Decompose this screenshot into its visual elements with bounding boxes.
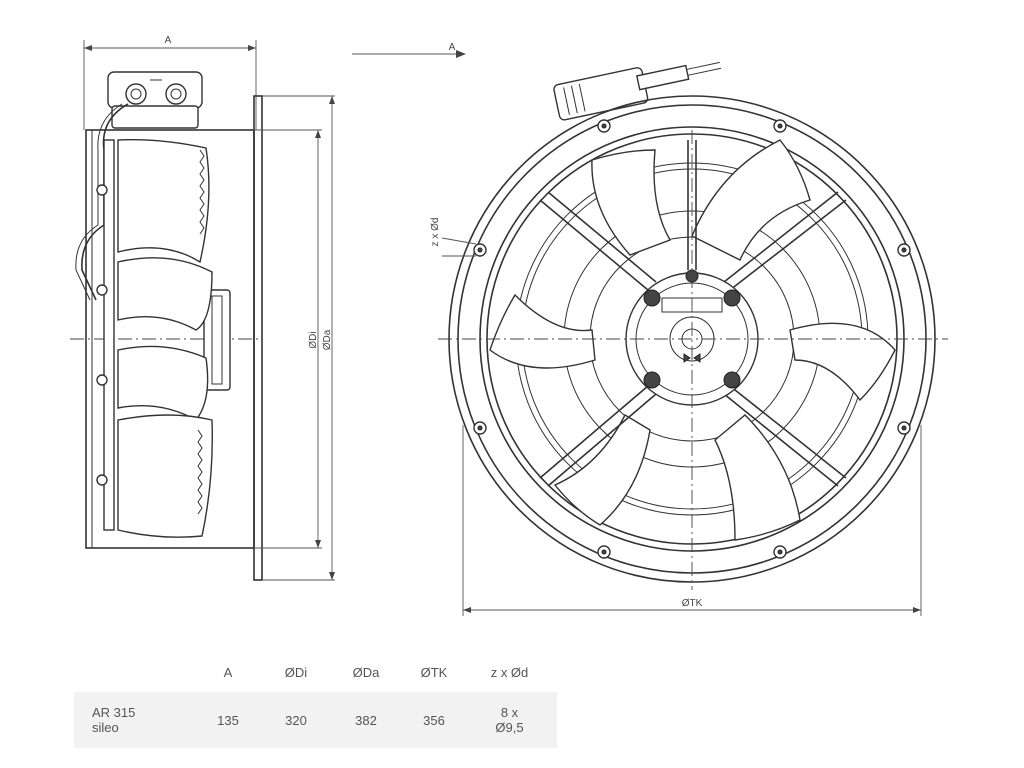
dim-da-label: ØDa (322, 329, 333, 350)
header-tk: ØTK (420, 664, 448, 680)
cell-tk: 356 (423, 712, 445, 728)
table-header: A ØDi ØDa ØTK z x Ød (74, 652, 557, 692)
front-view: ØTK z x Ød (430, 61, 948, 616)
view-direction-arrow: A (352, 42, 466, 58)
view-arrow-label: A (449, 42, 456, 53)
technical-drawing: A ØDi ØDa (70, 35, 948, 616)
spec-table: A ØDi ØDa ØTK z x Ød AR 315 sileo 135 32… (74, 652, 557, 748)
header-holes: z x Ød (490, 664, 529, 680)
cell-model: AR 315 sileo (92, 705, 136, 735)
dim-a-label: A (165, 35, 172, 46)
support-struts (539, 140, 847, 487)
cell-a: 135 (217, 712, 239, 728)
cell-holes: 8 x Ø9,5 (495, 705, 524, 735)
header-a: A (223, 664, 233, 680)
table-row: AR 315 sileo 135 320 382 356 8 x Ø9,5 (74, 692, 557, 748)
side-view: A ØDi ØDa (70, 35, 335, 581)
header-da: ØDa (352, 664, 380, 680)
dim-tk-label: ØTK (682, 598, 703, 609)
dim-holes-label: z x Ød (430, 218, 441, 247)
mounting-holes (473, 119, 911, 559)
impeller-blades (489, 139, 896, 541)
cell-da: 382 (355, 712, 377, 728)
dim-di-label: ØDi (308, 331, 319, 348)
header-di: ØDi (284, 664, 308, 680)
cell-di: 320 (285, 712, 307, 728)
